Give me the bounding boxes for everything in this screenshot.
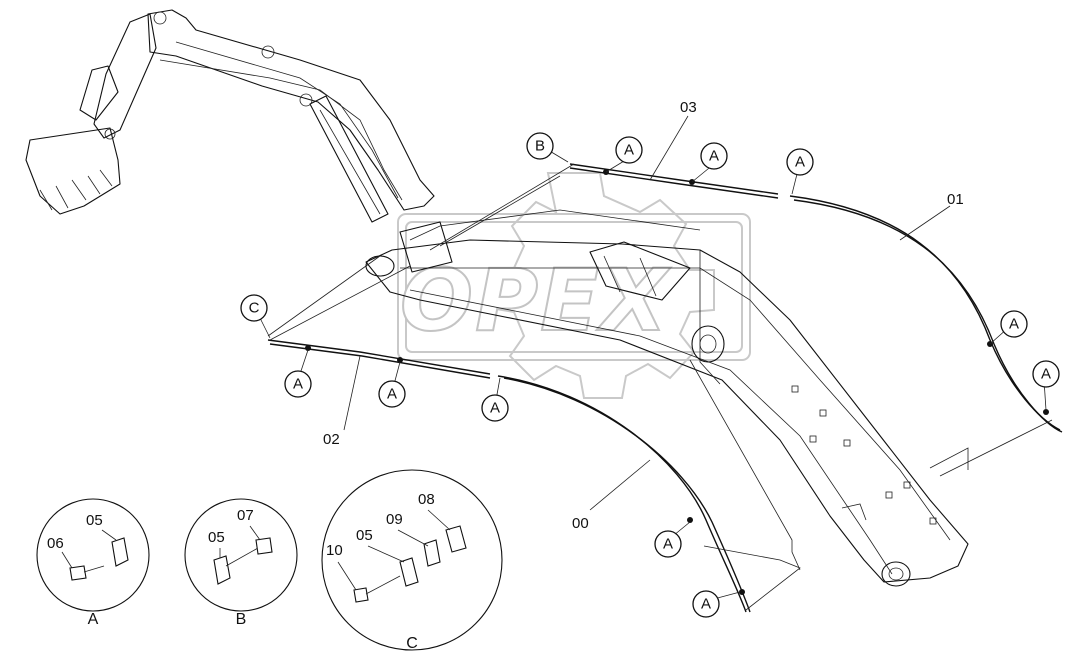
callout-c-left: C [240, 294, 268, 322]
callout-b-top: B [526, 132, 554, 160]
callout-a-2: A [700, 142, 728, 170]
part-number-02: 02 [323, 431, 340, 448]
callout-label: C [249, 300, 260, 317]
callout-a-8: A [1032, 360, 1060, 388]
callout-label: A [387, 386, 397, 403]
callout-a-3: A [786, 148, 814, 176]
callout-label: A [490, 400, 500, 417]
part-number-09: 09 [386, 511, 403, 528]
detail-b-label: B [236, 611, 247, 628]
leader-lines [259, 115, 1047, 601]
detail-a: 05 06 A [36, 498, 150, 628]
callout-label: A [795, 154, 805, 171]
part-number-07: 07 [237, 507, 254, 524]
part-number-05: 05 [356, 527, 373, 544]
part-number-10: 10 [326, 542, 343, 559]
callout-a-10: A [692, 590, 720, 618]
opex-watermark: OPEX [397, 172, 751, 399]
part-number-00: 00 [572, 515, 589, 532]
detail-c: 08 09 05 10 C [321, 469, 503, 652]
part-number-01: 01 [947, 191, 964, 208]
detail-c-label: C [406, 635, 418, 652]
part-number-03: 03 [680, 99, 697, 116]
callout-a-4: A [284, 370, 312, 398]
callout-label: A [1009, 316, 1019, 333]
callout-a-5: A [378, 380, 406, 408]
part-number-05: 05 [86, 512, 103, 529]
hose-03 [569, 163, 779, 199]
part-number-06: 06 [47, 535, 64, 552]
callout-label: B [535, 138, 545, 155]
excavator-overview [25, 9, 435, 223]
watermark-text: OPEX [400, 251, 671, 351]
callout-a-6: A [481, 394, 509, 422]
routing-lines [267, 163, 1053, 611]
detail-b: 07 05 B [184, 498, 298, 628]
detail-a-label: A [88, 611, 99, 628]
callout-label: A [709, 148, 719, 165]
callout-a-1: A [615, 136, 643, 164]
callout-a-7: A [1000, 310, 1028, 338]
callout-label: A [701, 596, 711, 613]
part-number-08: 08 [418, 491, 435, 508]
callout-label: A [293, 376, 303, 393]
callout-a-9: A [654, 530, 682, 558]
callout-label: A [624, 142, 634, 159]
hose-00 [497, 375, 751, 613]
hose-02 [267, 339, 491, 379]
part-number-05: 05 [208, 529, 225, 546]
callout-label: A [1041, 366, 1051, 383]
boom-structure [365, 209, 969, 587]
callout-label: A [663, 536, 673, 553]
